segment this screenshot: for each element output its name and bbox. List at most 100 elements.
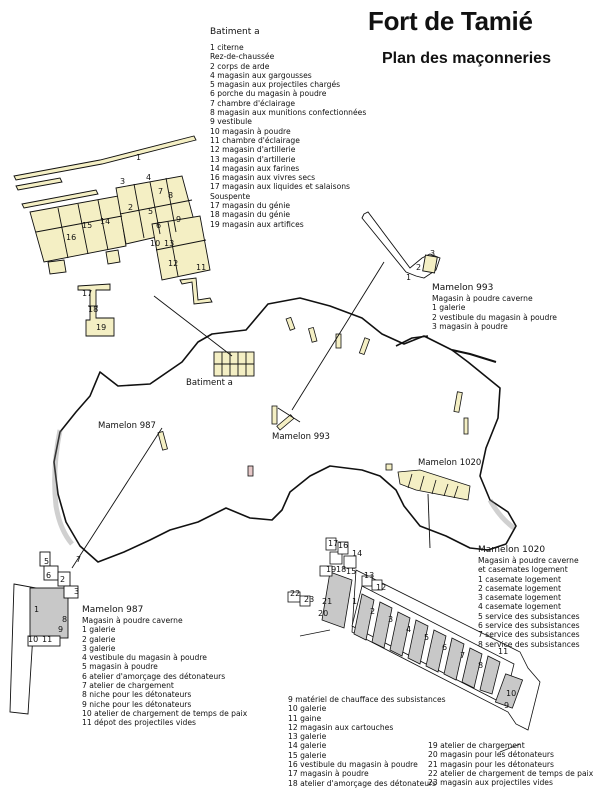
svg-text:5: 5 <box>148 207 153 216</box>
legend-item: 17 magasin à poudre <box>288 769 369 779</box>
svg-text:10: 10 <box>506 689 516 698</box>
svg-text:5: 5 <box>424 633 429 642</box>
svg-text:12: 12 <box>376 583 386 592</box>
svg-text:3: 3 <box>388 615 393 624</box>
mamelon-1020-plan <box>287 537 541 753</box>
svg-text:19: 19 <box>326 565 336 574</box>
legend-item: 11 gaine <box>288 713 322 723</box>
legend-title: Mamelon 987 <box>82 605 144 615</box>
legend-item: 9 niche pour les détonateurs <box>82 699 192 709</box>
svg-text:19: 19 <box>96 323 106 332</box>
map-label-mamelon-987: Mamelon 987 <box>98 421 156 431</box>
legend-mamelon-1020-b: 9 matériel de chaufface des subsistances… <box>288 695 446 788</box>
legend-item: 11 chambre d'éclairage <box>210 135 300 145</box>
svg-text:1: 1 <box>34 605 39 614</box>
legend-item: Souspente <box>210 191 251 201</box>
svg-text:2: 2 <box>60 575 65 584</box>
slope-shading <box>487 498 516 531</box>
svg-text:15: 15 <box>346 567 356 576</box>
mamelon-993-plan <box>361 211 441 279</box>
svg-text:10: 10 <box>150 239 160 248</box>
legend-item: 17 magasin aux liquides et salaisons <box>210 182 351 192</box>
legend-item: 5 service des subsistances <box>478 611 580 621</box>
svg-text:11: 11 <box>42 635 52 644</box>
svg-text:16: 16 <box>338 541 348 550</box>
svg-text:7: 7 <box>460 651 465 660</box>
legend-list: 9 matériel de chaufface des subsistances… <box>288 695 446 788</box>
svg-text:7: 7 <box>158 187 163 196</box>
svg-text:5: 5 <box>44 557 49 566</box>
svg-text:23: 23 <box>304 595 314 604</box>
svg-text:9: 9 <box>176 215 181 224</box>
svg-text:11: 11 <box>498 647 508 656</box>
legend-item: 1 citerne <box>210 43 244 52</box>
legend-item: 3 casemate logement <box>478 593 561 603</box>
legend-item: 6 atelier d'amorçage des détonateurs <box>82 671 226 681</box>
svg-text:1: 1 <box>352 597 357 606</box>
mamelon-1020-small <box>397 469 471 501</box>
svg-text:14: 14 <box>100 217 110 226</box>
svg-text:17: 17 <box>328 539 338 548</box>
legend-item: 5 magasin à poudre <box>82 662 158 672</box>
map-label-batiment-a: Batiment a <box>186 378 233 388</box>
legend-title: Mamelon 993 <box>432 283 494 293</box>
legend-item: 10 galerie <box>288 704 327 714</box>
legend-item: 18 atelier d'amorçage des détonateurs <box>288 778 437 788</box>
legend-item: 22 atelier de chargement de temps de pai… <box>428 768 594 778</box>
legend-item: Rez-de-chaussée <box>210 52 275 62</box>
svg-text:10: 10 <box>28 635 38 644</box>
svg-text:8: 8 <box>62 615 67 624</box>
page-title: Fort de Tamié <box>368 6 533 36</box>
legend-item: 2 casemate logement <box>478 583 561 593</box>
mamelon-987-plan <box>9 551 79 715</box>
mamelon-1020-numbers: 17 16 14 19 18 15 13 12 22 23 21 20 1 2 … <box>290 539 516 710</box>
svg-text:6: 6 <box>46 571 51 580</box>
legend-item: 6 porche du magasin à poudre <box>210 89 327 99</box>
batiment-a-plan <box>13 135 213 337</box>
svg-text:4: 4 <box>146 173 151 182</box>
legend-item: 4 casemate logement <box>478 602 561 612</box>
svg-text:8: 8 <box>478 661 483 670</box>
legend-item: 9 matériel de chaufface des subsistances <box>288 695 446 704</box>
legend-item: 10 magasin à poudre <box>210 126 291 136</box>
svg-text:2: 2 <box>370 607 375 616</box>
svg-text:18: 18 <box>88 305 98 314</box>
legend-item: 1 galerie <box>82 625 116 635</box>
legend-item: 13 galerie <box>288 732 327 742</box>
svg-text:1: 1 <box>406 273 411 282</box>
svg-text:12: 12 <box>168 259 178 268</box>
legend-item: 7 atelier de chargement <box>82 681 174 691</box>
legend-item: 14 galerie <box>288 741 327 751</box>
svg-text:3: 3 <box>120 177 125 186</box>
legend-item: 8 service des subsistances <box>478 639 580 649</box>
svg-text:16: 16 <box>66 233 76 242</box>
legend-item: 11 dépot des projectiles vides <box>82 718 196 728</box>
legend-item: 1 casemate logement <box>478 574 561 584</box>
svg-text:22: 22 <box>290 589 300 598</box>
svg-text:6: 6 <box>156 221 161 230</box>
legend-item: 16 vestibule du magasin à poudre <box>288 760 418 770</box>
svg-text:2: 2 <box>416 263 421 272</box>
svg-text:8: 8 <box>168 191 173 200</box>
svg-text:14: 14 <box>352 549 362 558</box>
legend-item: 3 magasin à poudre <box>432 321 508 331</box>
legend-item: 20 magasin pour les détonateurs <box>428 750 554 760</box>
legend-item: 14 magasin aux farines <box>210 163 300 173</box>
legend-item: 7 service des subsistances <box>478 630 580 640</box>
svg-text:2: 2 <box>128 203 133 212</box>
svg-text:9: 9 <box>58 625 63 634</box>
legend-item: 8 niche pour les détonateurs <box>82 690 192 700</box>
svg-text:21: 21 <box>322 597 332 606</box>
plateau-masonry <box>157 316 469 477</box>
batiment-a-numbers: 1 2 3 4 5 6 7 8 9 10 11 12 13 14 15 16 1… <box>66 153 206 332</box>
